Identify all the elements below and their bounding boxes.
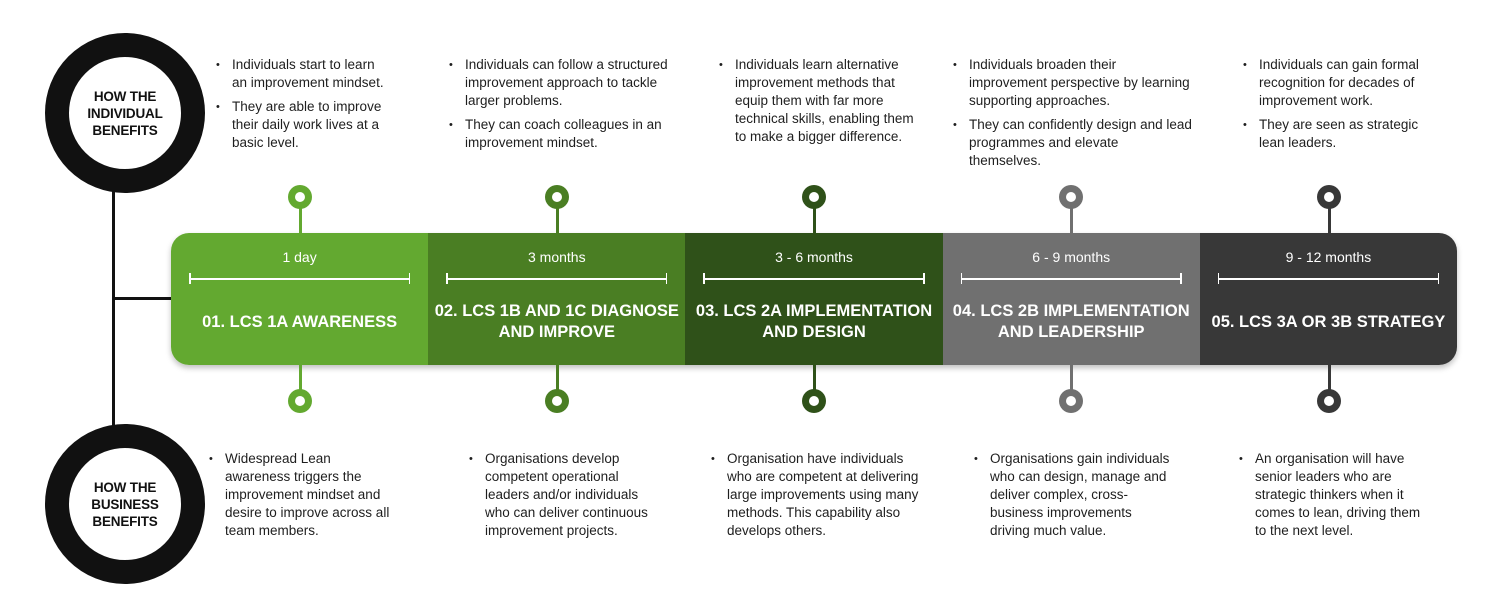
stage-2-top-dot bbox=[545, 185, 569, 209]
individual-benefits-3: Individuals learn alternative improvemen… bbox=[719, 56, 919, 152]
business-benefits-5: An organisation will have senior leaders… bbox=[1239, 450, 1424, 546]
stage-duration: 1 day bbox=[282, 249, 317, 265]
stage-segment-2: 3 months 02. LCS 1B AND 1C DIAGNOSE AND … bbox=[428, 233, 686, 365]
stage-5-bottom-dot bbox=[1317, 389, 1341, 413]
bullet-item: Individuals can gain formal recognition … bbox=[1243, 56, 1428, 110]
stage-4-bottom-pin bbox=[1070, 364, 1073, 392]
bullet-item: An organisation will have senior leaders… bbox=[1239, 450, 1424, 540]
stage-3-bottom-dot bbox=[802, 389, 826, 413]
bullet-item: Organisations gain individuals who can d… bbox=[974, 450, 1174, 540]
bullet-item: They can coach colleagues in an improvem… bbox=[449, 116, 674, 152]
duration-range-marker bbox=[960, 274, 1183, 283]
individual-benefits-circle: HOW THE INDIVIDUAL BENEFITS bbox=[45, 33, 205, 193]
stage-duration: 3 - 6 months bbox=[775, 249, 853, 265]
horizontal-connector bbox=[112, 297, 172, 300]
vertical-connector bbox=[112, 160, 115, 440]
stage-2-bottom-dot bbox=[545, 389, 569, 413]
duration-range-marker bbox=[703, 274, 925, 283]
bullet-item: Organisation have individuals who are co… bbox=[711, 450, 921, 540]
individual-benefits-2: Individuals can follow a structured impr… bbox=[449, 56, 674, 158]
stage-5-top-pin bbox=[1328, 206, 1331, 234]
stage-3-top-dot bbox=[802, 185, 826, 209]
stage-1-top-pin bbox=[299, 206, 302, 234]
bullet-item: They can confidently design and lead pro… bbox=[953, 116, 1193, 170]
bullet-item: Individuals can follow a structured impr… bbox=[449, 56, 674, 110]
individual-benefits-label: HOW THE INDIVIDUAL BENEFITS bbox=[87, 88, 163, 138]
stage-segment-1: 1 day 01. LCS 1A AWARENESS bbox=[171, 233, 429, 365]
stage-5-top-dot bbox=[1317, 185, 1341, 209]
stage-duration: 3 months bbox=[528, 249, 586, 265]
stage-segment-5: 9 - 12 months 05. LCS 3A OR 3B STRATEGY bbox=[1199, 233, 1457, 365]
stage-title: 03. LCS 2A IMPLEMENTATION AND DESIGN bbox=[695, 302, 933, 341]
business-benefits-4: Organisations gain individuals who can d… bbox=[974, 450, 1174, 546]
duration-range-marker bbox=[189, 274, 411, 283]
bullet-item: They are seen as strategic lean leaders. bbox=[1243, 116, 1428, 152]
stage-3-top-pin bbox=[813, 206, 816, 234]
timeline-bar: 1 day 01. LCS 1A AWARENESS 3 months 02. … bbox=[171, 233, 1457, 365]
stage-segment-4: 6 - 9 months 04. LCS 2B IMPLEMENTATION A… bbox=[942, 233, 1200, 365]
duration-range-marker bbox=[1217, 274, 1440, 283]
stage-2-top-pin bbox=[556, 206, 559, 234]
stage-2-bottom-pin bbox=[556, 364, 559, 392]
business-benefits-label: HOW THE BUSINESS BENEFITS bbox=[91, 479, 159, 529]
stage-4-top-dot bbox=[1059, 185, 1083, 209]
stage-segment-3: 3 - 6 months 03. LCS 2A IMPLEMENTATION A… bbox=[685, 233, 943, 365]
business-benefits-3: Organisation have individuals who are co… bbox=[711, 450, 921, 546]
stage-3-bottom-pin bbox=[813, 364, 816, 392]
stage-duration: 9 - 12 months bbox=[1285, 249, 1372, 265]
stage-4-bottom-dot bbox=[1059, 389, 1083, 413]
stage-title: 01. LCS 1A AWARENESS bbox=[202, 312, 398, 331]
stage-title: 05. LCS 3A OR 3B STRATEGY bbox=[1211, 312, 1446, 331]
bullet-item: Individuals learn alternative improvemen… bbox=[719, 56, 919, 146]
stage-1-bottom-pin bbox=[299, 364, 302, 392]
stage-title: 02. LCS 1B AND 1C DIAGNOSE AND IMPROVE bbox=[434, 302, 679, 341]
stage-5-bottom-pin bbox=[1328, 364, 1331, 392]
bullet-item: Individuals broaden their improvement pe… bbox=[953, 56, 1193, 110]
individual-benefits-5: Individuals can gain formal recognition … bbox=[1243, 56, 1428, 158]
duration-range-marker bbox=[446, 274, 668, 283]
bullet-item: They are able to improve their daily wor… bbox=[216, 98, 388, 152]
business-benefits-1: Widespread Lean awareness triggers the i… bbox=[209, 450, 399, 546]
stage-1-bottom-dot bbox=[288, 389, 312, 413]
individual-benefits-1: Individuals start to learn an improvemen… bbox=[216, 56, 388, 158]
stage-4-top-pin bbox=[1070, 206, 1073, 234]
individual-benefits-4: Individuals broaden their improvement pe… bbox=[953, 56, 1193, 176]
bullet-item: Widespread Lean awareness triggers the i… bbox=[209, 450, 399, 540]
bullet-item: Organisations develop competent operatio… bbox=[469, 450, 654, 540]
stage-title: 04. LCS 2B IMPLEMENTATION AND LEADERSHIP bbox=[952, 302, 1190, 341]
business-benefits-circle: HOW THE BUSINESS BENEFITS bbox=[45, 424, 205, 584]
stage-duration: 6 - 9 months bbox=[1032, 249, 1111, 265]
stage-1-top-dot bbox=[288, 185, 312, 209]
business-benefits-2: Organisations develop competent operatio… bbox=[469, 450, 654, 546]
bullet-item: Individuals start to learn an improvemen… bbox=[216, 56, 388, 92]
